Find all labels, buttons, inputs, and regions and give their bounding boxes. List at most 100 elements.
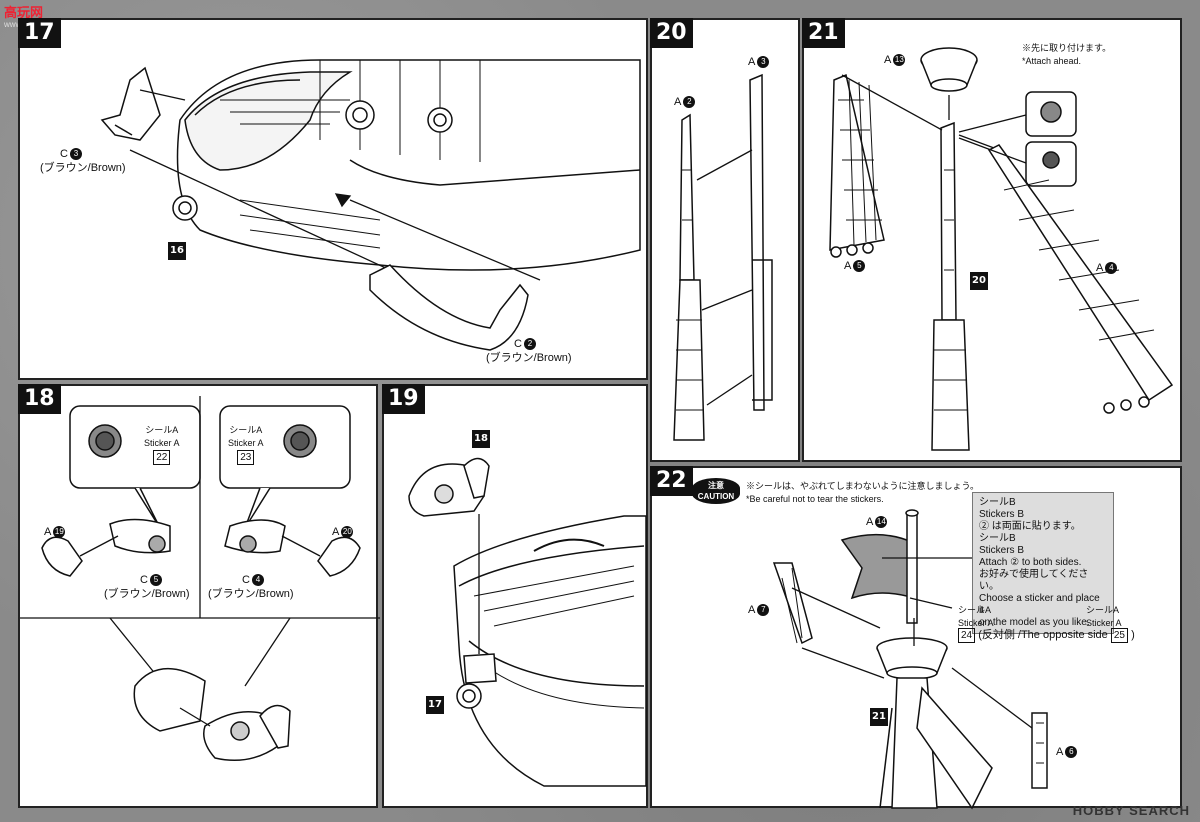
- note-en: *Attach ahead.: [1022, 56, 1082, 66]
- a20-number: 20: [341, 526, 354, 539]
- sticker-jp-text: シールA: [958, 605, 992, 615]
- box-line: Attach ② to both sides.: [979, 557, 1082, 568]
- sticker-a-23-label: シールA Sticker A 23: [228, 424, 264, 465]
- part-18-marker: 18: [472, 430, 490, 448]
- a19-letter: A: [44, 526, 52, 538]
- a6-letter: A: [1056, 746, 1064, 758]
- box-line: on the model as you like.: [979, 617, 1090, 628]
- sticker-jp-text: シールA: [145, 425, 179, 435]
- part-16-marker: 16: [168, 242, 186, 260]
- a3-letter: A: [748, 56, 756, 68]
- site-watermark: 高玩网: [4, 5, 44, 20]
- a7-letter: A: [748, 604, 756, 616]
- a2-letter: A: [674, 96, 682, 108]
- attach-ahead-note: ※先に取り付けます。 *Attach ahead.: [1022, 42, 1111, 68]
- a14-letter: A: [866, 516, 874, 528]
- box-line: Choose a sticker and place it: [979, 593, 1100, 616]
- c4-color-label: (ブラウン/Brown): [208, 588, 294, 600]
- c4-letter: C: [242, 574, 250, 586]
- c5-color-label: (ブラウン/Brown): [104, 588, 190, 600]
- step-20-illustration: [673, 73, 773, 441]
- c3-color-label: (ブラウン/Brown): [40, 162, 126, 174]
- step-number: 20: [650, 18, 693, 48]
- c2-letter: C: [514, 338, 522, 350]
- c2-color-label: (ブラウン/Brown): [486, 352, 572, 364]
- sticker-en-text: Sticker A: [958, 618, 994, 628]
- step-18-illustration: [20, 396, 380, 761]
- c3-number: 3: [69, 148, 82, 161]
- box-line: シールB: [979, 533, 1016, 544]
- stickers-b-info-box: シールB Stickers B ② は両面に貼ります。 シールB Sticker…: [972, 492, 1114, 634]
- part-17-marker: 17: [426, 696, 444, 714]
- a4-letter: A: [1096, 262, 1104, 274]
- step-number: 21: [802, 18, 845, 48]
- sticker-number: 23: [237, 450, 255, 465]
- a13-letter: A: [884, 54, 892, 66]
- ship-stern-illustration: [100, 59, 641, 351]
- step-number: 19: [382, 384, 425, 414]
- a6-number: 6: [1065, 746, 1078, 759]
- step-22-illustration: [772, 509, 1048, 810]
- a7-number: 7: [757, 604, 770, 617]
- c2-number: 2: [523, 338, 536, 351]
- sticker-a-24-label: シールA Sticker A: [958, 604, 994, 630]
- a14-number: 14: [875, 516, 888, 529]
- box-line: お好みで使用してください。: [979, 569, 1089, 592]
- box-line: シールB: [979, 497, 1016, 508]
- a5-letter: A: [844, 260, 852, 272]
- caution-text: ※シールは、やぶれてしまわないように注意しましょう。 *Be careful n…: [746, 480, 979, 506]
- c3-letter: C: [60, 148, 68, 160]
- sticker-jp-text: シールA: [229, 425, 263, 435]
- caution-jp: 注意: [708, 481, 724, 490]
- part-20-marker: 20: [970, 272, 988, 290]
- a20-letter: A: [332, 526, 340, 538]
- caution-en: CAUTION: [697, 492, 735, 501]
- part-21-marker: 21: [870, 708, 888, 726]
- caution-text-en: *Be careful not to tear the stickers.: [746, 494, 884, 504]
- box-line: ② は両面に貼ります。: [979, 521, 1081, 532]
- step-number: 17: [18, 18, 61, 48]
- c5-number: 5: [149, 574, 162, 587]
- sticker-a-22-label: シールA Sticker A 22: [144, 424, 180, 465]
- box-line: Stickers B: [979, 545, 1025, 556]
- sticker-en-text: Sticker A: [228, 438, 264, 448]
- step-number: 22: [650, 466, 693, 496]
- step-19-illustration: [408, 457, 647, 787]
- sticker-jp-text: シールA: [1086, 605, 1120, 615]
- c4-number: 4: [251, 574, 264, 587]
- sticker-25-number: 25: [1110, 628, 1128, 643]
- a13-number: 13: [893, 54, 906, 67]
- step-18-panel: 18: [18, 384, 380, 808]
- c5-letter: C: [140, 574, 148, 586]
- a3-number: 3: [757, 56, 770, 69]
- step-number: 18: [18, 384, 61, 414]
- a19-number: 19: [53, 526, 66, 539]
- step-22-panel: 22 注意 CAUTION ※シールは、やぶれてしまわないように注意しましょう。…: [650, 466, 1182, 810]
- sticker-number: 22: [153, 450, 171, 465]
- opposite-side-text: (反対側 /The opposite side: [978, 629, 1108, 641]
- close-paren: ): [1131, 629, 1135, 641]
- sticker-24-number: 24: [958, 628, 976, 643]
- sticker-placement-line: 24 (反対側 /The opposite side 25 ): [958, 628, 1135, 643]
- sticker-a-25-label: シールA Sticker A: [1086, 604, 1122, 630]
- sticker-en-text: Sticker A: [1086, 618, 1122, 628]
- a4-number: 4: [1105, 262, 1118, 275]
- a5-number: 5: [853, 260, 866, 273]
- step-17-panel: 17: [18, 18, 648, 380]
- caution-badge: 注意 CAUTION: [692, 478, 740, 504]
- a2-number: 2: [683, 96, 696, 109]
- box-line: Stickers B: [979, 509, 1025, 520]
